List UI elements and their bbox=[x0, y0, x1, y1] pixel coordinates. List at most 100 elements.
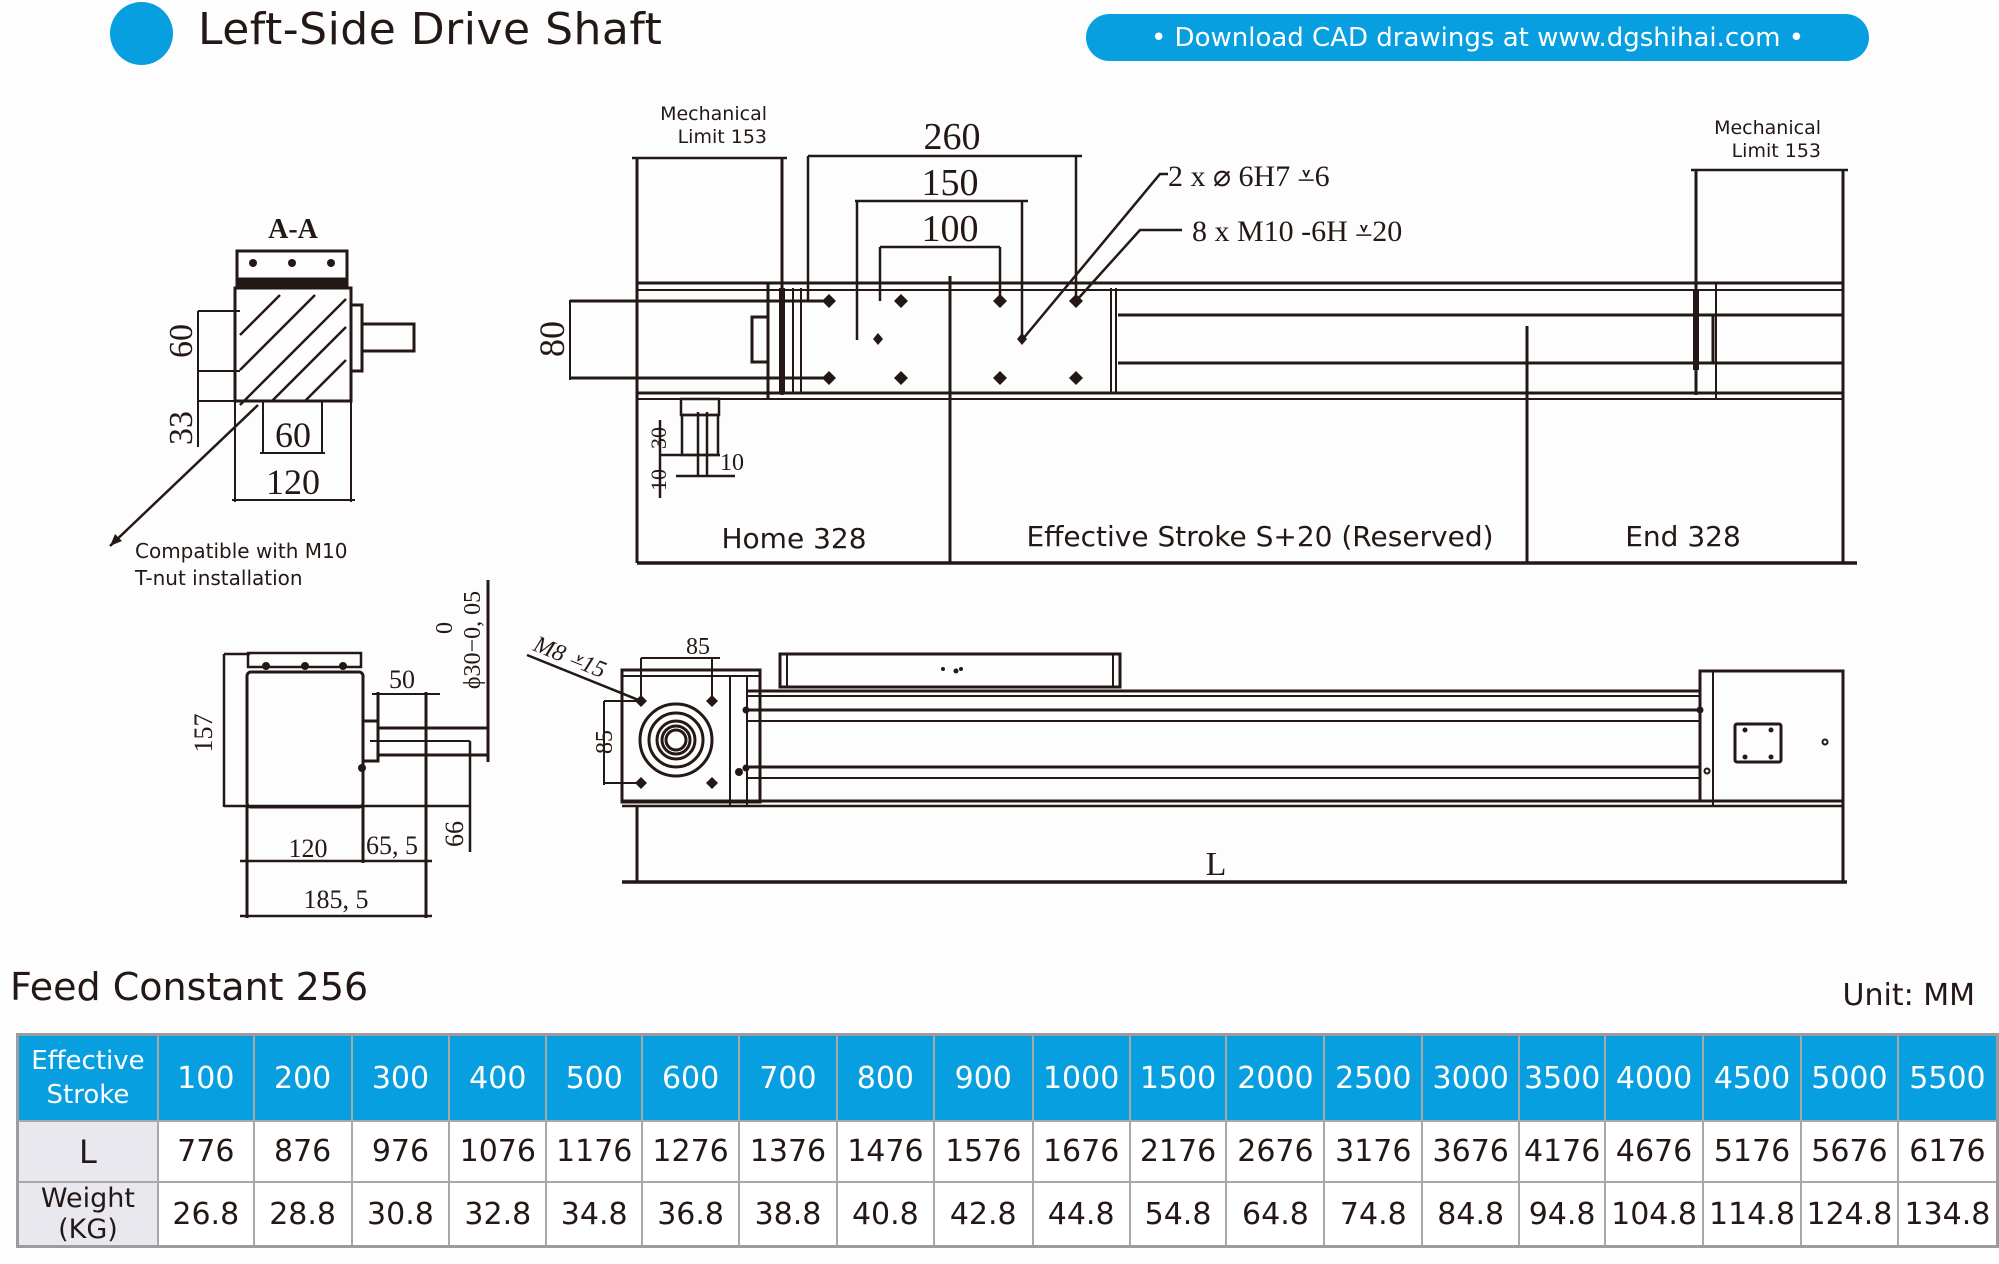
weight-cell: 40.8 bbox=[835, 1181, 935, 1248]
dim-80: 80 bbox=[532, 321, 572, 357]
dim-260: 260 bbox=[924, 116, 981, 158]
weight-cell: 32.8 bbox=[448, 1181, 548, 1248]
stroke-cell: 400 bbox=[448, 1033, 548, 1122]
length-cell: 1176 bbox=[545, 1120, 644, 1183]
stroke-cell: 3500 bbox=[1518, 1033, 1607, 1122]
stroke-cell: 1500 bbox=[1128, 1033, 1228, 1122]
unit-label: Unit: MM bbox=[1842, 978, 1975, 1013]
mech-limit-right-line1: Mechanical bbox=[1714, 117, 1821, 139]
section-dim-60-horizontal: 60 bbox=[275, 415, 311, 455]
length-cell: 1676 bbox=[1031, 1120, 1131, 1183]
weight-cell: 26.8 bbox=[156, 1181, 255, 1248]
mech-limit-left-line2: Limit 153 bbox=[678, 126, 767, 148]
stroke-cell: 1000 bbox=[1031, 1033, 1131, 1122]
section-motor-flange bbox=[351, 303, 364, 373]
dim-30: 30 bbox=[646, 427, 671, 449]
dim-185-5: 185, 5 bbox=[304, 885, 369, 914]
feed-constant-title: Feed Constant 256 bbox=[10, 965, 369, 1009]
weight-cell: 30.8 bbox=[350, 1181, 451, 1248]
technical-drawing: A-A 60 33 60 120 Compatible with M10 T-n… bbox=[109, 103, 1857, 918]
weight-cell: 64.8 bbox=[1225, 1181, 1326, 1248]
arrowhead bbox=[110, 534, 122, 546]
section-dim-120: 120 bbox=[266, 462, 320, 502]
dim-85-horizontal: 85 bbox=[686, 634, 710, 660]
length-cell: 5676 bbox=[1799, 1120, 1899, 1183]
callout-threaded-holes: 8 x M10 -6H ⩡20 bbox=[1192, 215, 1402, 248]
stroke-cell: 5000 bbox=[1799, 1033, 1899, 1122]
callout-motor-holes: M8 ⩡15 bbox=[529, 631, 610, 684]
stroke-cell: 2000 bbox=[1225, 1033, 1326, 1122]
length-cell: 5176 bbox=[1702, 1120, 1802, 1183]
cad-download-banner[interactable]: • Download CAD drawings at www.dgshihai.… bbox=[1086, 14, 1869, 61]
weight-cell: 42.8 bbox=[932, 1181, 1034, 1248]
dim-66: 66 bbox=[440, 821, 469, 847]
length-cell: 876 bbox=[252, 1120, 353, 1183]
side-view bbox=[526, 652, 1847, 884]
weight-cell: 94.8 bbox=[1518, 1181, 1607, 1248]
length-cell: 2176 bbox=[1128, 1120, 1228, 1183]
stroke-cell: 300 bbox=[350, 1033, 451, 1122]
end-label: End 328 bbox=[1625, 520, 1741, 553]
weight-cell: 134.8 bbox=[1896, 1181, 1999, 1248]
weight-cell: 36.8 bbox=[641, 1181, 741, 1248]
length-cell: 1376 bbox=[738, 1120, 838, 1183]
stroke-cell: 800 bbox=[835, 1033, 935, 1122]
stroke-cell: 100 bbox=[156, 1033, 255, 1122]
dim-10-horizontal: 10 bbox=[720, 450, 744, 476]
dim-L: L bbox=[1206, 846, 1227, 883]
section-dim-33: 33 bbox=[163, 411, 200, 445]
mounting-holes bbox=[822, 294, 1083, 385]
row-header-weight: Weight (KG) bbox=[16, 1181, 159, 1248]
stroke-cell: 5500 bbox=[1896, 1033, 1999, 1122]
weight-cell: 84.8 bbox=[1421, 1181, 1521, 1248]
section-a-a-view bbox=[109, 249, 416, 547]
row-header-length: L bbox=[16, 1120, 159, 1183]
callout-pin-holes: 2 x ⌀ 6H7 ⩡6 bbox=[1168, 160, 1330, 193]
length-cell: 3176 bbox=[1323, 1120, 1424, 1183]
stroke-cell: 4000 bbox=[1604, 1033, 1705, 1122]
stroke-cell: 500 bbox=[545, 1033, 644, 1122]
dim-100: 100 bbox=[922, 208, 979, 250]
shaft-tolerance: ϕ30−0, 05 bbox=[460, 591, 486, 689]
weight-cell: 114.8 bbox=[1702, 1181, 1802, 1248]
section-dim-60-vertical: 60 bbox=[163, 324, 200, 358]
section-profile bbox=[233, 286, 353, 403]
weight-cell: 74.8 bbox=[1323, 1181, 1424, 1248]
length-cell: 6176 bbox=[1896, 1120, 1999, 1183]
dim-150: 150 bbox=[922, 162, 979, 204]
tnut-note-line1: Compatible with M10 bbox=[135, 539, 347, 563]
page-title: Left-Side Drive Shaft bbox=[198, 4, 663, 55]
stroke-cell: 900 bbox=[932, 1033, 1034, 1122]
section-label: A-A bbox=[268, 214, 319, 245]
weight-cell: 124.8 bbox=[1799, 1181, 1899, 1248]
stroke-cell: 2500 bbox=[1323, 1033, 1424, 1122]
dim-157: 157 bbox=[189, 714, 218, 753]
length-cell: 976 bbox=[350, 1120, 451, 1183]
length-cell: 4676 bbox=[1604, 1120, 1705, 1183]
weight-cell: 28.8 bbox=[252, 1181, 353, 1248]
length-cell: 3676 bbox=[1421, 1120, 1521, 1183]
tnut-leader-line bbox=[109, 404, 259, 547]
length-cell: 1476 bbox=[835, 1120, 935, 1183]
dim-10-vertical: 10 bbox=[646, 469, 671, 491]
row-header-stroke: Effective Stroke bbox=[16, 1033, 159, 1122]
length-cell: 1576 bbox=[932, 1120, 1034, 1183]
section-hatching bbox=[239, 294, 347, 406]
home-label: Home 328 bbox=[721, 522, 866, 555]
stroke-cell: 700 bbox=[738, 1033, 838, 1122]
top-view bbox=[569, 154, 1857, 565]
shaft-tolerance-top: 0 bbox=[432, 622, 458, 634]
dim-65-5: 65, 5 bbox=[366, 831, 418, 860]
weight-cell: 44.8 bbox=[1031, 1181, 1131, 1248]
end-view bbox=[222, 580, 490, 918]
length-cell: 1076 bbox=[448, 1120, 548, 1183]
end-dim-120: 120 bbox=[289, 834, 328, 863]
stroke-cell: 600 bbox=[641, 1033, 741, 1122]
mech-limit-right-line2: Limit 153 bbox=[1732, 140, 1821, 162]
stroke-cell: 3000 bbox=[1421, 1033, 1521, 1122]
length-cell: 2676 bbox=[1225, 1120, 1326, 1183]
mech-limit-left-line1: Mechanical bbox=[660, 103, 767, 125]
